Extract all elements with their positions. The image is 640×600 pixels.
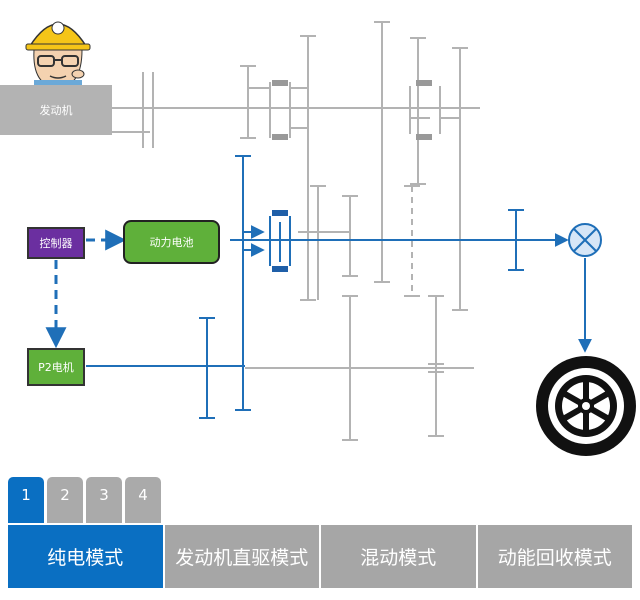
engine-block: 发动机 — [0, 85, 112, 135]
p2-motor-label: P2电机 — [38, 361, 74, 374]
battery-label: 动力电池 — [149, 236, 194, 249]
step-tab-4[interactable]: 4 — [125, 477, 161, 523]
inactive-gearbox — [108, 21, 480, 441]
p2-motor-block: P2电机 — [27, 348, 85, 386]
step-tab-2[interactable]: 2 — [47, 477, 83, 523]
worker-mascot-icon — [25, 21, 91, 89]
step-tab-3[interactable]: 3 — [86, 477, 122, 523]
mode-tab-hybrid[interactable]: 混动模式 — [321, 525, 476, 588]
controller-block: 控制器 — [27, 227, 85, 259]
engine-label: 发动机 — [39, 104, 73, 117]
differential-x-icon — [568, 223, 602, 257]
mode-tabs: 纯电模式 发动机直驱模式 混动模式 动能回收模式 — [8, 525, 632, 588]
wheel-icon — [536, 356, 636, 456]
mode-tab-regen[interactable]: 动能回收模式 — [477, 525, 632, 588]
step-tabs: 1 2 3 4 — [8, 477, 161, 523]
active-synchronizers — [272, 210, 288, 272]
active-power-flow — [45, 155, 592, 419]
step-tab-1[interactable]: 1 — [8, 477, 44, 523]
inactive-synchronizers — [272, 80, 432, 140]
controller-label: 控制器 — [39, 237, 73, 250]
battery-block: 动力电池 — [123, 220, 220, 264]
mode-tab-ev[interactable]: 纯电模式 — [8, 525, 163, 588]
mode-tab-engine-direct[interactable]: 发动机直驱模式 — [164, 525, 319, 588]
